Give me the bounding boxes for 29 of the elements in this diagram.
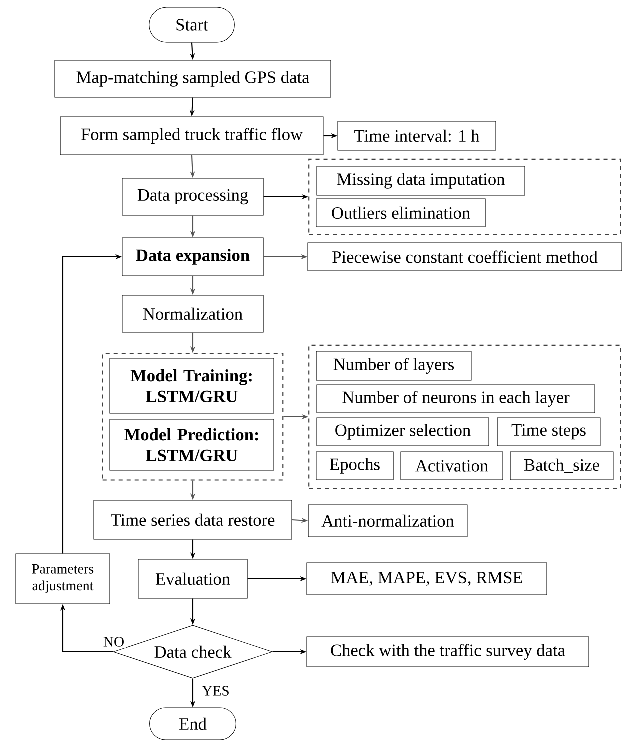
process-box: Normalization bbox=[122, 295, 264, 333]
note-box: Activation bbox=[400, 452, 504, 480]
process-box: Form sampled truck traffic flow bbox=[60, 116, 324, 156]
note-box: Batch_size bbox=[510, 452, 614, 480]
dashed-group-box bbox=[308, 158, 622, 236]
note-box: Anti-normalization bbox=[308, 504, 468, 538]
process-box: Parameters adjustment bbox=[16, 554, 110, 604]
note-box: Outliers elimination bbox=[316, 198, 486, 228]
edge-label: YES bbox=[200, 684, 232, 698]
process-box: Data processing bbox=[122, 178, 264, 216]
note-box: Piecewise constant coefficient method bbox=[308, 242, 622, 272]
process-box: Evaluation bbox=[138, 559, 248, 599]
note-box: Optimizer selection bbox=[316, 418, 490, 446]
note-box: MAE, MAPE, EVS, RMSE bbox=[306, 562, 548, 596]
dashed-group-box bbox=[102, 353, 284, 481]
note-box: Missing data imputation bbox=[316, 166, 526, 196]
process-box: Map-matching sampled GPS data bbox=[54, 60, 332, 98]
note-box: Epochs bbox=[316, 452, 394, 480]
process-box: Model Prediction: LSTM/GRU bbox=[110, 419, 274, 471]
edge-label: NO bbox=[102, 636, 126, 648]
note-box: Check with the traffic survey data bbox=[306, 636, 590, 668]
process-box: Time series data restore bbox=[94, 500, 292, 540]
dashed-group-box bbox=[308, 344, 622, 490]
process-box: Model Training: LSTM/GRU bbox=[110, 358, 274, 414]
note-box: Number of layers bbox=[316, 351, 472, 381]
note-box: Time interval: 1 h bbox=[338, 121, 496, 151]
note-box: Number of neurons in each layer bbox=[316, 384, 596, 414]
process-box: Data expansion bbox=[122, 238, 264, 276]
note-box: Time steps bbox=[497, 418, 601, 446]
